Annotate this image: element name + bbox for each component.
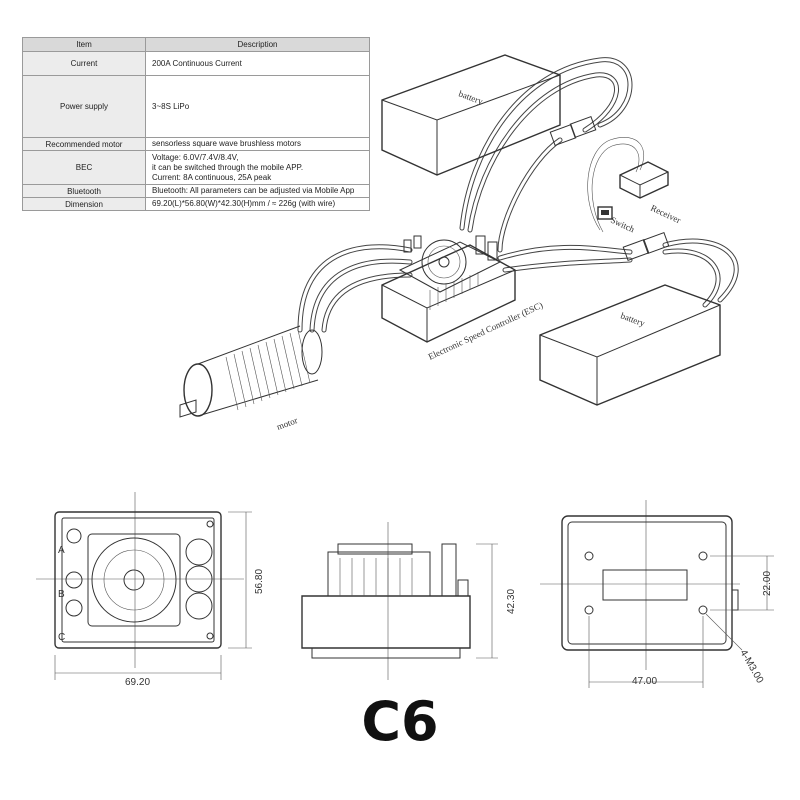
desc-line: Bluetooth: All parameters can be adjuste…: [152, 186, 355, 195]
desc-line: sensorless square wave brushless motors: [152, 139, 301, 148]
dim-hole-v: 22.00: [762, 571, 773, 596]
receiver: Receiver: [619, 161, 682, 226]
dim-hole-h: 47.00: [632, 676, 657, 687]
motor: motor: [179, 325, 323, 432]
header-item: Item: [22, 37, 146, 52]
desc-line: 69.20(L)*56.80(W)*42.30(H)mm / ≈ 226g (w…: [152, 199, 336, 208]
connectors: [549, 116, 670, 261]
desc-line: 200A Continuous Current: [152, 58, 242, 68]
table-row: Recommended motor sensorless square wave…: [22, 137, 370, 151]
spec-table-header: Item Description: [22, 37, 370, 52]
battery-top-label: battery: [457, 88, 484, 106]
motor-label: motor: [275, 415, 299, 432]
port-a-label: A: [58, 545, 65, 556]
desc-line: Current: 8A continuous, 25A peak: [152, 172, 272, 182]
row-item: Bluetooth: [22, 184, 146, 198]
battery-bottom-label: battery: [619, 310, 646, 328]
esc-label: Electronic Speed Controller (ESC): [427, 300, 545, 362]
esc-top-view: A B C 69.20 56.80: [36, 492, 265, 688]
header-description: Description: [145, 37, 370, 52]
port-c-label: C: [58, 632, 65, 643]
row-desc: Voltage: 6.0V/7.4V/8.4V, it can be switc…: [145, 150, 370, 185]
dim-width: 69.20: [125, 677, 150, 688]
battery-bottom: battery: [539, 284, 721, 406]
row-item: Recommended motor: [22, 137, 146, 151]
table-row: Power supply 3~8S LiPo: [22, 75, 370, 138]
desc-line: it can be switched through the mobile AP…: [152, 162, 304, 172]
product-title: C6: [361, 690, 439, 753]
battery-top: battery: [381, 54, 561, 176]
port-b-label: B: [58, 589, 65, 600]
dim-holes: 4-M3.00: [737, 648, 765, 686]
row-desc: 3~8S LiPo: [145, 75, 370, 138]
row-item: Power supply: [22, 75, 146, 138]
receiver-label: Receiver: [649, 203, 682, 226]
dim-depth: 42.30: [506, 589, 517, 614]
desc-line: Voltage: 6.0V/7.4V/8.4V,: [152, 152, 239, 162]
row-desc: 200A Continuous Current: [145, 51, 370, 76]
row-desc: 69.20(L)*56.80(W)*42.30(H)mm / ≈ 226g (w…: [145, 197, 370, 211]
esc-bottom-view: 47.00 22.00 4-M3.00: [540, 500, 774, 688]
wires: [297, 57, 739, 333]
table-row: Dimension 69.20(L)*56.80(W)*42.30(H)mm /…: [22, 197, 370, 211]
table-row: Bluetooth Bluetooth: All parameters can …: [22, 184, 370, 198]
desc-line: 3~8S LiPo: [152, 101, 190, 111]
switch: Switch: [597, 206, 636, 235]
esc-side-view: 42.30: [301, 522, 517, 680]
dim-height: 56.80: [254, 569, 265, 594]
spec-table: Item Description Current 200A Continuous…: [22, 37, 370, 211]
row-item: Dimension: [22, 197, 146, 211]
switch-label: Switch: [609, 215, 636, 235]
